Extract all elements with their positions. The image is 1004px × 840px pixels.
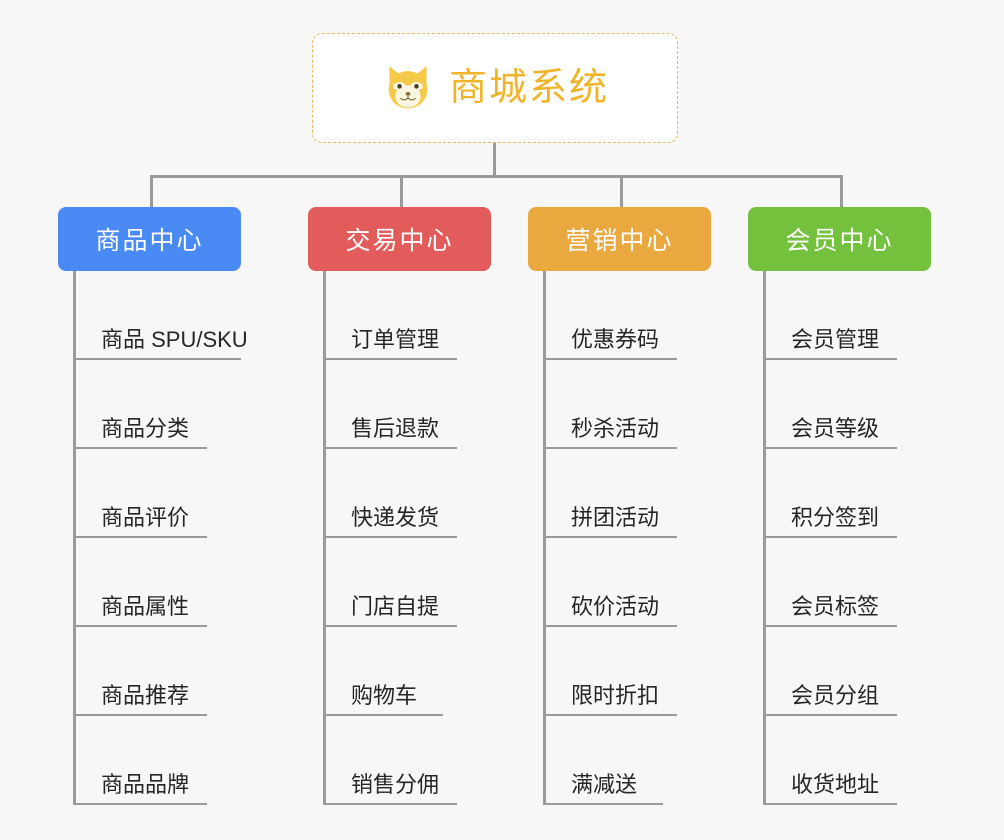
leaf-label: 商品评价 <box>101 504 190 530</box>
leaf-item[interactable]: 秒杀活动 <box>528 360 711 449</box>
leaf-underline: 商品推荐 <box>73 682 208 716</box>
leaf-label: 积分签到 <box>791 504 880 530</box>
leaf-label: 砍价活动 <box>571 593 660 619</box>
leaf-item[interactable]: 商品属性 <box>58 538 241 627</box>
leaf-label: 售后退款 <box>351 415 440 441</box>
leaf-item[interactable]: 会员管理 <box>748 271 931 360</box>
leaf-label: 会员标签 <box>791 593 880 619</box>
column-1: 商品中心商品 SPU/SKU 商品分类商品评价商品属性商品推荐商品品牌 <box>58 207 248 805</box>
leaf-label: 商品推荐 <box>101 682 190 708</box>
leaf-label: 限时折扣 <box>571 682 660 708</box>
root-node-商城系统[interactable]: 商城系统 <box>312 33 678 143</box>
leaf-list-2: 订单管理售后退款快递发货门店自提购物车销售分佣 <box>308 271 491 805</box>
column-3: 营销中心优惠券码秒杀活动拼团活动砍价活动限时折扣满减送 <box>528 207 711 805</box>
leaf-item[interactable]: 会员标签 <box>748 538 931 627</box>
leaf-underline: 销售分佣 <box>323 771 458 805</box>
leaf-underline: 满减送 <box>543 772 663 805</box>
leaf-item[interactable]: 优惠券码 <box>528 271 711 360</box>
spine-1 <box>73 271 76 805</box>
leaf-label: 秒杀活动 <box>571 415 660 441</box>
leaf-underline: 商品评价 <box>73 504 208 538</box>
leaf-item[interactable]: 快递发货 <box>308 449 491 538</box>
category-header-1[interactable]: 商品中心 <box>58 207 241 271</box>
leaf-item[interactable]: 销售分佣 <box>308 716 491 805</box>
spine-2 <box>323 271 326 805</box>
leaf-item[interactable]: 会员分组 <box>748 627 931 716</box>
leaf-item[interactable]: 商品 SPU/SKU <box>58 271 248 360</box>
spine-3 <box>543 271 546 805</box>
leaf-label: 销售分佣 <box>351 771 440 797</box>
leaf-underline: 秒杀活动 <box>543 415 678 449</box>
leaf-list-1: 商品 SPU/SKU 商品分类商品评价商品属性商品推荐商品品牌 <box>58 271 248 805</box>
connector-drop-3 <box>620 175 623 207</box>
connector-drop-2 <box>400 175 403 207</box>
leaf-item[interactable]: 积分签到 <box>748 449 931 538</box>
leaf-label: 优惠券码 <box>571 326 660 352</box>
leaf-label: 会员管理 <box>791 326 880 352</box>
leaf-underline: 收货地址 <box>763 771 898 805</box>
leaf-label: 会员等级 <box>791 415 880 441</box>
category-header-2[interactable]: 交易中心 <box>308 207 491 271</box>
leaf-underline: 商品属性 <box>73 593 208 627</box>
leaf-label: 商品 SPU/SKU <box>101 326 248 352</box>
leaf-underline: 会员标签 <box>763 593 898 627</box>
leaf-label: 收货地址 <box>791 771 880 797</box>
connector-drop-4 <box>840 175 843 207</box>
leaf-item[interactable]: 购物车 <box>308 627 491 716</box>
category-header-4[interactable]: 会员中心 <box>748 207 931 271</box>
column-4: 会员中心会员管理会员等级积分签到会员标签会员分组收货地址 <box>748 207 931 805</box>
leaf-underline: 购物车 <box>323 683 443 716</box>
leaf-underline: 门店自提 <box>323 593 458 627</box>
leaf-label: 商品分类 <box>101 415 190 441</box>
leaf-label: 商品属性 <box>101 593 190 619</box>
connector-bus <box>150 175 841 178</box>
leaf-item[interactable]: 门店自提 <box>308 538 491 627</box>
leaf-underline: 商品 SPU/SKU <box>73 327 248 360</box>
leaf-label: 订单管理 <box>351 326 440 352</box>
leaf-item[interactable]: 商品评价 <box>58 449 241 538</box>
leaf-underline: 拼团活动 <box>543 504 678 538</box>
leaf-item[interactable]: 收货地址 <box>748 716 931 805</box>
leaf-label: 购物车 <box>351 682 418 708</box>
root-title: 商城系统 <box>448 67 609 109</box>
leaf-item[interactable]: 商品推荐 <box>58 627 241 716</box>
leaf-underline: 积分签到 <box>763 504 898 538</box>
leaf-underline: 售后退款 <box>323 415 458 449</box>
leaf-underline: 限时折扣 <box>543 682 678 716</box>
leaf-underline: 商品分类 <box>73 415 208 449</box>
shiba-dog-face-icon <box>388 66 428 110</box>
leaf-underline: 砍价活动 <box>543 593 678 627</box>
leaf-underline: 会员分组 <box>763 682 898 716</box>
leaf-label: 快递发货 <box>351 504 440 530</box>
connector-drop-1 <box>150 175 153 207</box>
connector-stem <box>493 143 496 177</box>
leaf-list-3: 优惠券码秒杀活动拼团活动砍价活动限时折扣满减送 <box>528 271 711 805</box>
leaf-underline: 优惠券码 <box>543 326 678 360</box>
category-header-3[interactable]: 营销中心 <box>528 207 711 271</box>
leaf-item[interactable]: 商品品牌 <box>58 716 241 805</box>
leaf-underline: 快递发货 <box>323 504 458 538</box>
leaf-underline: 订单管理 <box>323 326 458 360</box>
leaf-underline: 会员等级 <box>763 415 898 449</box>
leaf-item[interactable]: 售后退款 <box>308 360 491 449</box>
leaf-item[interactable]: 会员等级 <box>748 360 931 449</box>
leaf-item[interactable]: 拼团活动 <box>528 449 711 538</box>
leaf-item[interactable]: 满减送 <box>528 716 711 805</box>
leaf-label: 满减送 <box>571 771 638 797</box>
leaf-item[interactable]: 商品分类 <box>58 360 241 449</box>
leaf-label: 门店自提 <box>351 593 440 619</box>
column-2: 交易中心订单管理售后退款快递发货门店自提购物车销售分佣 <box>308 207 491 805</box>
leaf-label: 商品品牌 <box>101 771 190 797</box>
leaf-item[interactable]: 订单管理 <box>308 271 491 360</box>
leaf-label: 拼团活动 <box>571 504 660 530</box>
leaf-underline: 商品品牌 <box>73 771 208 805</box>
leaf-item[interactable]: 砍价活动 <box>528 538 711 627</box>
spine-4 <box>763 271 766 805</box>
leaf-underline: 会员管理 <box>763 326 898 360</box>
leaf-item[interactable]: 限时折扣 <box>528 627 711 716</box>
leaf-list-4: 会员管理会员等级积分签到会员标签会员分组收货地址 <box>748 271 931 805</box>
leaf-label: 会员分组 <box>791 682 880 708</box>
